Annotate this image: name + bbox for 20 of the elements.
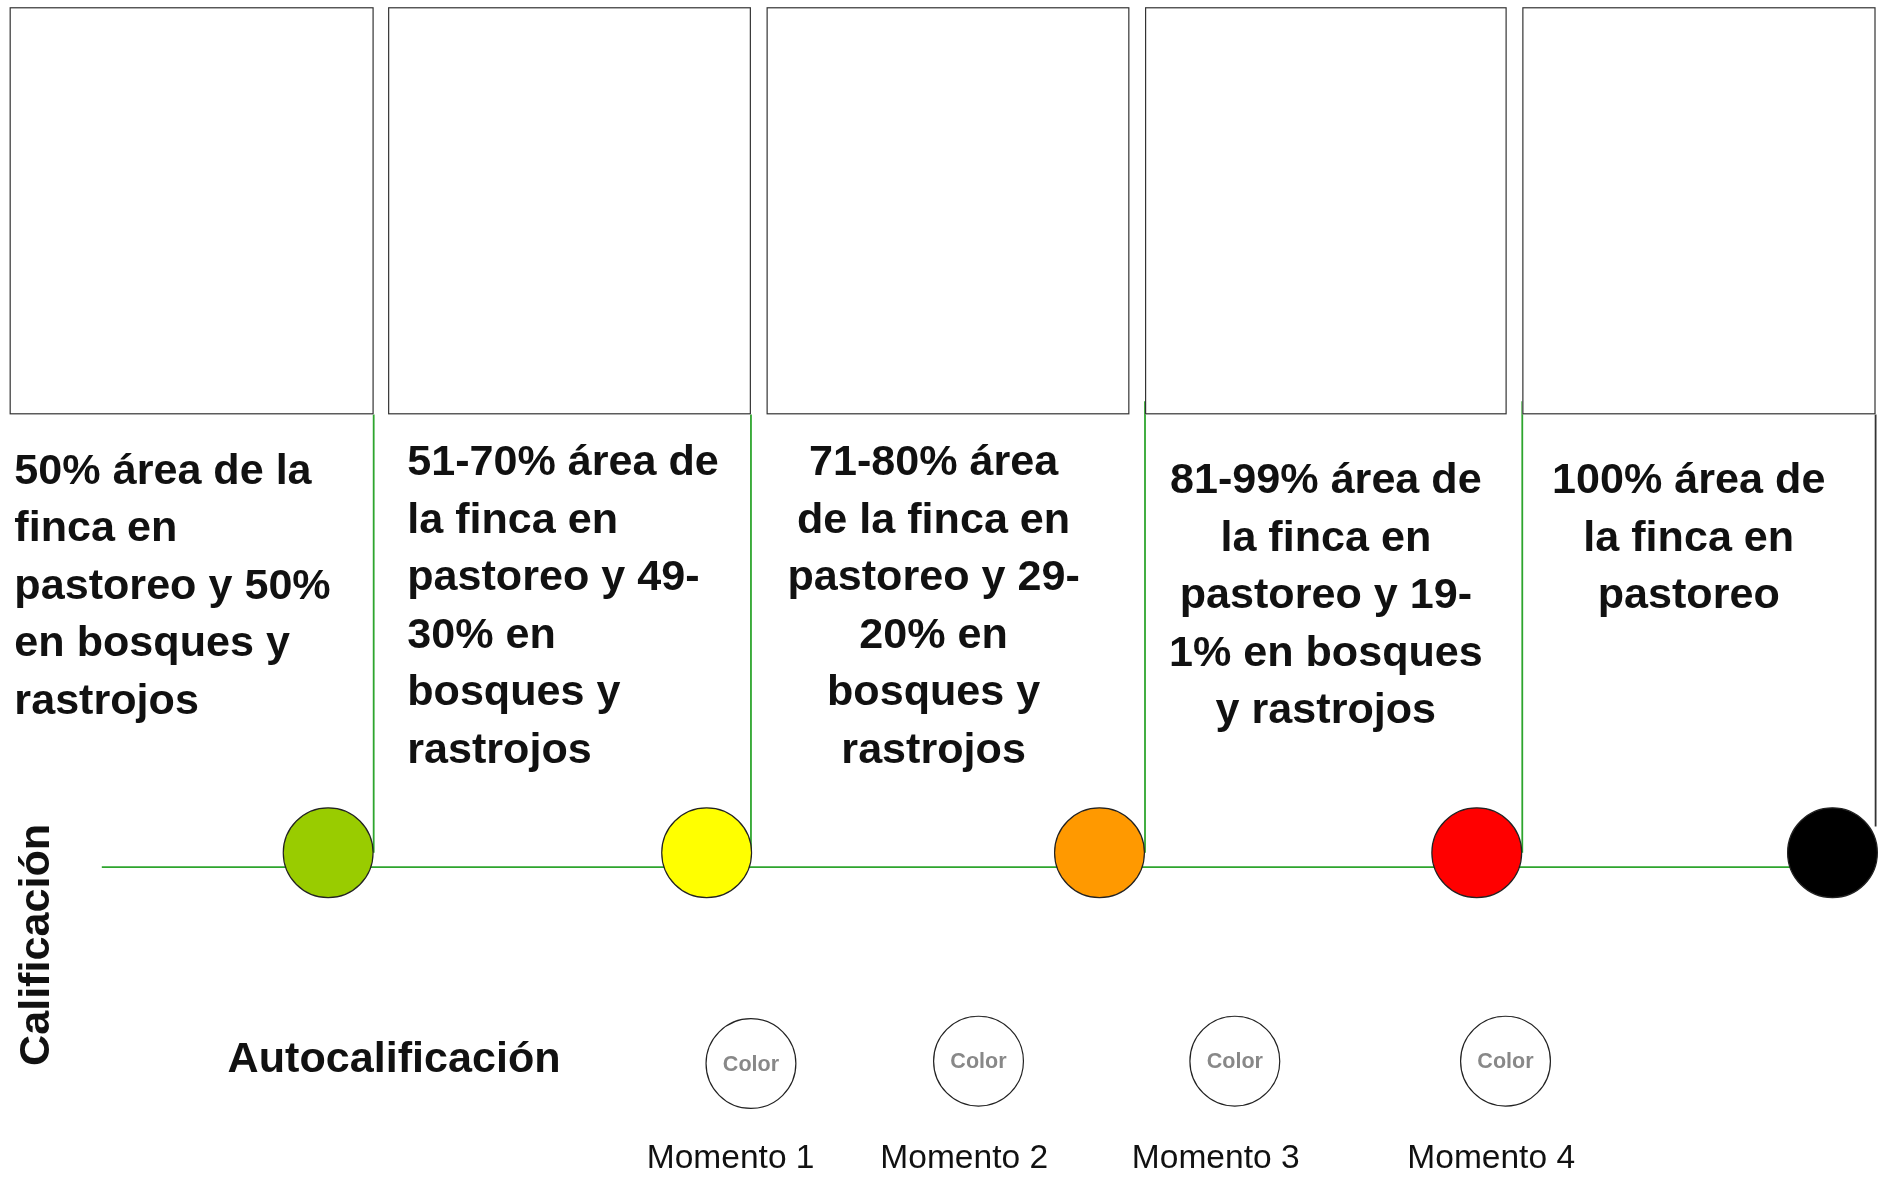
- empty-frame: [766, 7, 1130, 415]
- empty-frame: [1145, 7, 1507, 415]
- empty-frame: [1522, 7, 1876, 415]
- placeholder-text: Color: [1477, 1048, 1534, 1074]
- axis-title: Calificación: [9, 823, 60, 1066]
- row-label: Autocalificación: [227, 1032, 561, 1083]
- criteria-text: 100% área de la finca en pastoreo: [1551, 452, 1827, 620]
- moment-label: Momento 3: [1131, 1137, 1300, 1177]
- moment-label: Momento 1: [646, 1137, 815, 1177]
- placeholder-text: Color: [1206, 1048, 1263, 1074]
- placeholder-text: Color: [722, 1051, 780, 1077]
- moment-label: Momento 2: [880, 1137, 1049, 1177]
- criteria-text: 51-70% área de la finca en pastoreo y 49-30% en bosques y rastrojos: [407, 434, 720, 775]
- criteria-text: 71-80% área de la finca en pastoreo y 29-20% en bosques y rastrojos: [786, 434, 1081, 775]
- empty-frame: [9, 7, 374, 415]
- placeholder-text: Color: [950, 1048, 1007, 1074]
- criteria-text: 50% área de la finca en pastoreo y 50% en bosques y rastrojos: [14, 443, 332, 726]
- empty-frame: [388, 7, 751, 415]
- moment-label: Momento 4: [1407, 1137, 1576, 1177]
- criteria-text: 81-99% área de la finca en pastoreo y 19-1% en bosques y rastrojos: [1167, 452, 1484, 735]
